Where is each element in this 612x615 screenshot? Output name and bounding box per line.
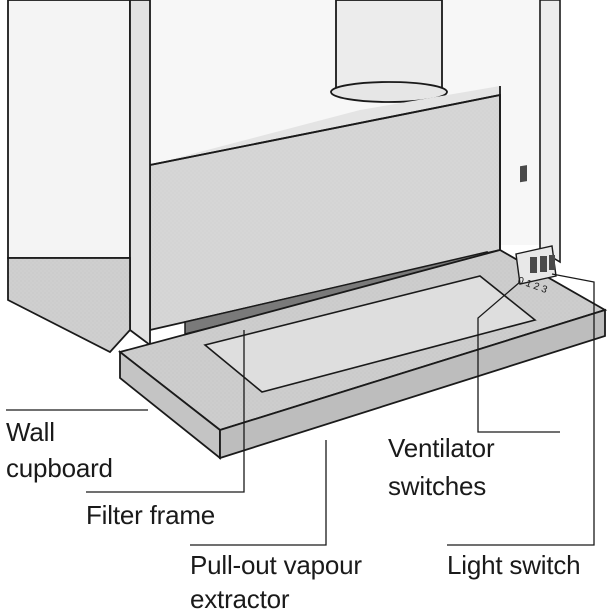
pull-out-extractor-label-line1: Pull-out vapour xyxy=(190,550,362,580)
duct-collar xyxy=(330,81,448,103)
hood-top-edge xyxy=(149,94,501,166)
ventilator-switch-3 xyxy=(540,256,547,272)
filter-frame-label: Filter frame xyxy=(86,500,216,530)
exhaust-duct xyxy=(335,0,443,93)
wall-cupboard-label-line2: cupboard xyxy=(6,453,113,483)
extractor-panel xyxy=(203,275,537,393)
wall-cupboard xyxy=(7,0,131,259)
right-cupboard-side xyxy=(539,0,561,264)
light-switch-button xyxy=(549,255,555,270)
ventilator-switches-leader xyxy=(477,281,560,433)
pull-out-extractor-front-face xyxy=(219,308,606,460)
wall-cupboard-label-line1: Wall xyxy=(6,417,55,447)
filter-frame-leader xyxy=(86,330,245,493)
ventilator-switch-1 xyxy=(520,165,527,183)
ventilator-switch-2 xyxy=(530,257,537,273)
pull-out-extractor-leader xyxy=(190,440,327,546)
ventilator-switches-label-line1: Ventilator xyxy=(388,433,495,463)
light-switch-label: Light switch xyxy=(447,550,581,580)
light-switch-leader xyxy=(447,273,595,546)
hood-front-texture xyxy=(150,95,500,330)
wall-cupboard-side xyxy=(129,0,151,347)
pull-out-extractor-label-line2: extractor xyxy=(190,584,290,614)
ventilator-switches-label-line2: switches xyxy=(388,471,487,501)
plinth-texture xyxy=(8,258,130,352)
leader-lines xyxy=(6,273,595,546)
